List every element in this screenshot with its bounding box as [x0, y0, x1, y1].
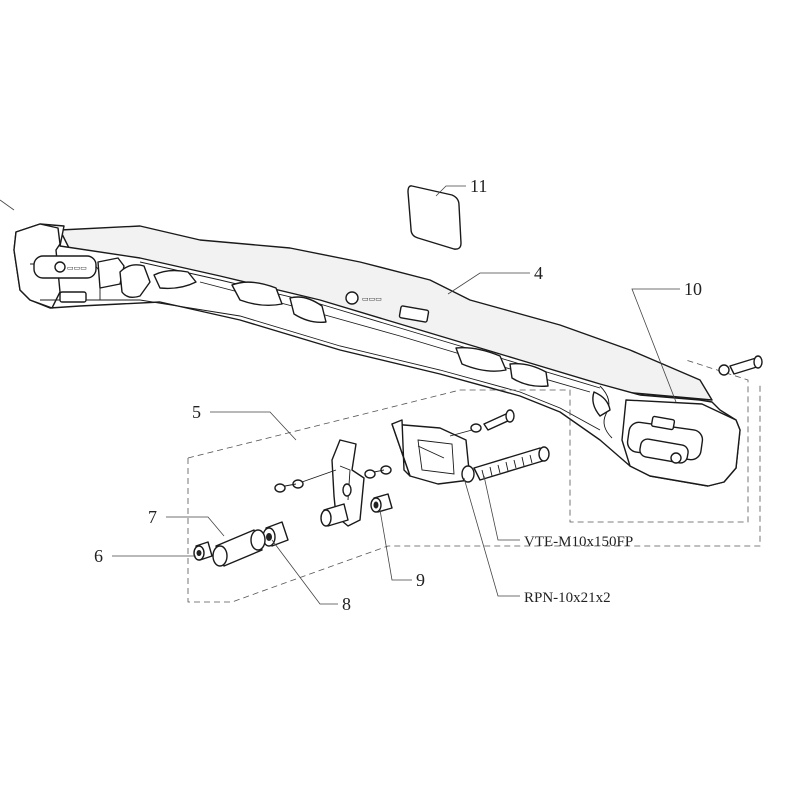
callout-washer-code: RPN-10x21x2 — [524, 590, 611, 606]
callout-screw-code: VTE-M10x150FP — [524, 534, 633, 550]
callout-9: 9 — [416, 570, 425, 590]
callout-labels: 11 4 10 5 7 6 8 9 VTE-M10x150FP RPN-10x2… — [94, 176, 702, 614]
part-5-bracket-assembly — [193, 355, 763, 567]
callout-5: 5 — [192, 402, 201, 422]
part-11-label-plate — [407, 185, 462, 250]
assembly-group-outlines — [187, 359, 761, 603]
callout-6: 6 — [94, 546, 103, 566]
left-end-mark: ▭▭▭ — [67, 264, 87, 272]
callout-11: 11 — [470, 176, 487, 196]
callout-10: 10 — [684, 279, 702, 299]
callout-4: 4 — [534, 263, 543, 283]
part-4-main-beam: ▭▭▭ ▭▭▭ — [13, 223, 741, 487]
callout-8: 8 — [342, 594, 351, 614]
callout-7: 7 — [148, 507, 157, 527]
leader-lines — [0, 185, 680, 605]
beam-mark: ▭▭▭ — [362, 295, 382, 303]
